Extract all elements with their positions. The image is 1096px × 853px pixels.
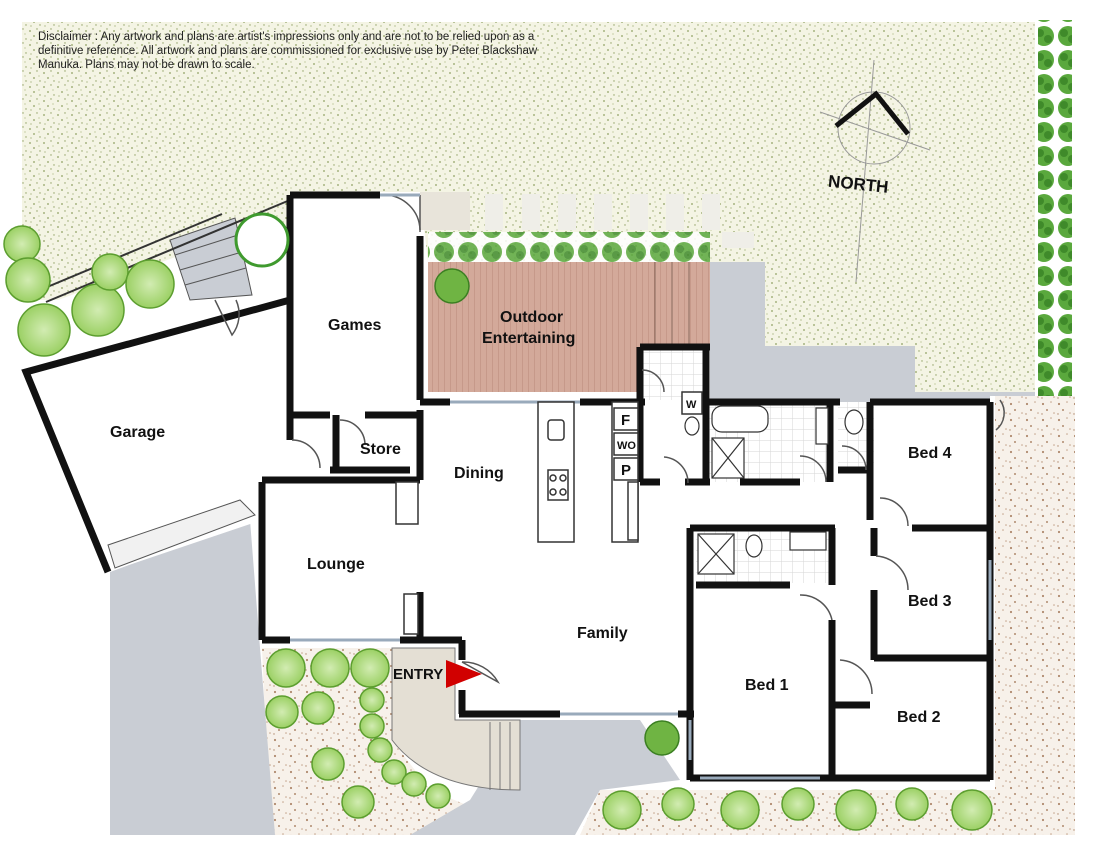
room-label-entry: ENTRY	[393, 666, 443, 683]
room-label-family: Family	[577, 625, 628, 642]
disclaimer-text: Disclaimer : Any artwork and plans are a…	[38, 31, 538, 71]
garage-floor	[26, 292, 292, 572]
fixtures	[684, 405, 864, 575]
stepping-stones	[420, 192, 754, 248]
label-washer: W	[686, 399, 697, 411]
room-label-bed4: Bed 4	[908, 445, 952, 462]
room-label-lounge: Lounge	[307, 556, 365, 573]
garage-side-steps	[39, 199, 291, 303]
label-pantry: P	[621, 462, 631, 479]
room-label-dining: Dining	[454, 465, 504, 482]
north-compass	[819, 59, 931, 283]
gravel-area	[262, 396, 1075, 835]
label-wo: WO	[617, 440, 636, 452]
room-label-outdoor-line1: Outdoor	[500, 309, 563, 326]
driveway	[110, 262, 1035, 835]
room-label-outdoor-line2: Entertaining	[482, 330, 575, 347]
room-label-store: Store	[360, 441, 401, 458]
outdoor-deck	[428, 262, 710, 392]
room-label-garage: Garage	[110, 424, 165, 441]
room-label-bed1: Bed 1	[745, 677, 789, 694]
hedge	[428, 20, 1072, 396]
room-label-bed3: Bed 3	[908, 593, 952, 610]
room-label-games: Games	[328, 317, 381, 334]
label-fridge: F	[621, 412, 630, 429]
entry-paving	[391, 647, 521, 791]
entry-arrow	[446, 660, 482, 688]
room-label-bed2: Bed 2	[897, 709, 941, 726]
kitchen	[395, 391, 703, 635]
trees	[3, 212, 993, 831]
